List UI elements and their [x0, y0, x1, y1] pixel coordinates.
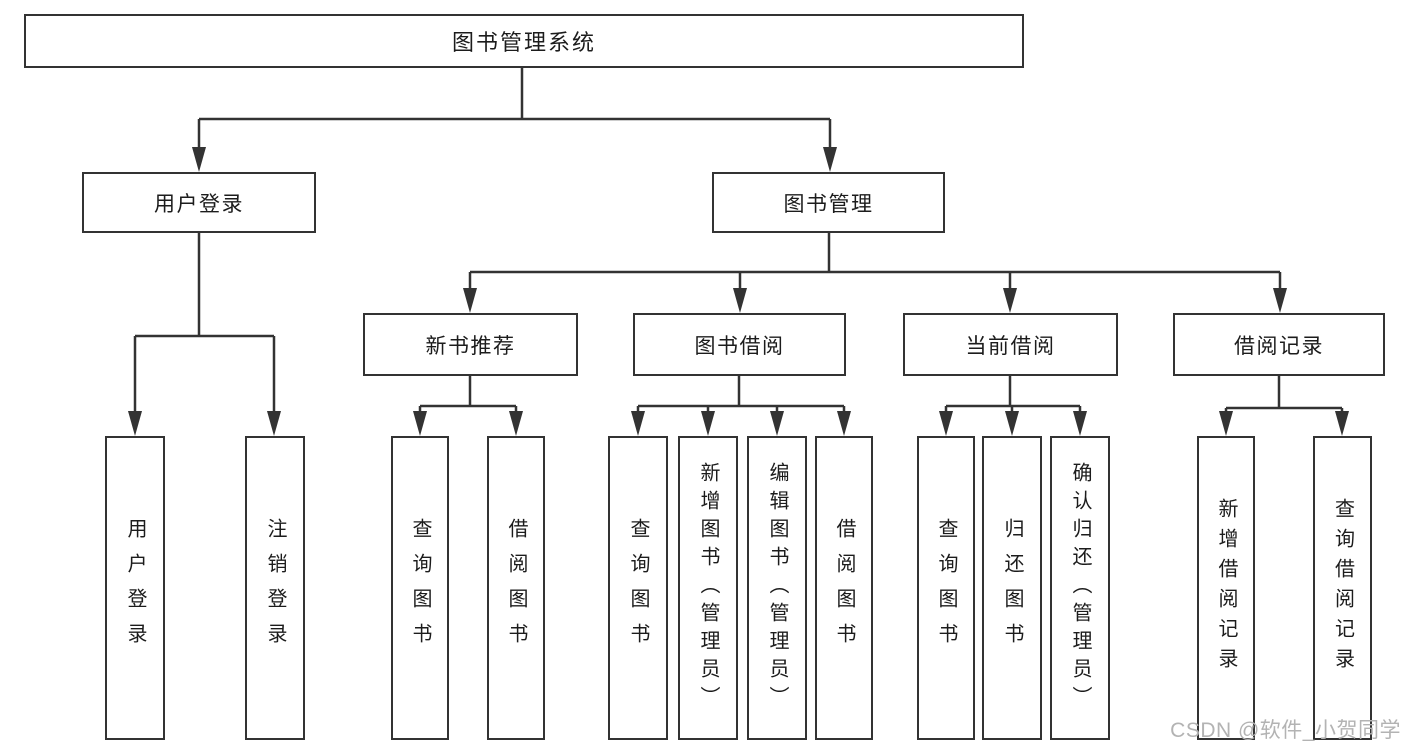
- leaf-query-books-recommend: 查询图书: [391, 436, 449, 740]
- leaf-borrow-books-recommend: 借阅图书: [487, 436, 545, 740]
- leaf-label: 注销登录: [264, 518, 286, 658]
- node-label: 新书推荐: [425, 334, 516, 358]
- leaf-label: 查询图书: [409, 518, 431, 658]
- node-book-borrowing: 图书借阅: [633, 313, 846, 376]
- leaf-query-borrow-record: 查询借阅记录: [1313, 436, 1372, 740]
- node-current-borrowing: 当前借阅: [903, 313, 1118, 376]
- leaf-query-books-current: 查询图书: [917, 436, 975, 740]
- leaf-label: 确认归还（管理员）: [1069, 462, 1091, 714]
- node-book-management: 图书管理: [712, 172, 945, 233]
- node-new-book-recommend: 新书推荐: [363, 313, 578, 376]
- node-label: 图书管理: [783, 192, 874, 216]
- node-label: 图书借阅: [694, 334, 785, 358]
- leaf-label: 借阅图书: [505, 518, 527, 658]
- leaf-edit-books-admin: 编辑图书（管理员）: [747, 436, 807, 740]
- node-label: 借阅记录: [1234, 334, 1324, 358]
- leaf-label: 借阅图书: [833, 518, 855, 658]
- leaf-logout: 注销登录: [245, 436, 305, 740]
- leaf-confirm-return-admin: 确认归还（管理员）: [1050, 436, 1110, 740]
- leaf-add-borrow-record: 新增借阅记录: [1197, 436, 1255, 740]
- node-borrowing-records: 借阅记录: [1173, 313, 1385, 376]
- node-library-management-system: 图书管理系统: [24, 14, 1024, 68]
- leaf-label: 查询借阅记录: [1331, 498, 1354, 678]
- leaf-label: 新增借阅记录: [1215, 498, 1237, 678]
- leaf-label: 归还图书: [1001, 518, 1023, 658]
- node-label: 当前借阅: [965, 334, 1056, 358]
- arrowheads: [128, 119, 1349, 436]
- leaf-label: 用户登录: [124, 518, 146, 658]
- tree-trunk-lines: [135, 68, 1342, 410]
- leaf-query-books-borrow: 查询图书: [608, 436, 668, 740]
- leaf-label: 查询图书: [935, 518, 957, 658]
- node-label: 图书管理系统: [451, 30, 596, 55]
- node-label: 用户登录: [154, 192, 244, 216]
- leaf-borrow-books: 借阅图书: [815, 436, 873, 740]
- csdn-watermark: CSDN @软件_小贺同学: [1170, 719, 1401, 742]
- leaf-label: 新增图书（管理员）: [697, 462, 719, 714]
- leaf-label: 编辑图书（管理员）: [766, 462, 788, 714]
- leaf-return-books: 归还图书: [982, 436, 1042, 740]
- leaf-label: 查询图书: [627, 518, 649, 658]
- node-user-login: 用户登录: [82, 172, 316, 233]
- leaf-user-login: 用户登录: [105, 436, 165, 740]
- leaf-add-books-admin: 新增图书（管理员）: [678, 436, 738, 740]
